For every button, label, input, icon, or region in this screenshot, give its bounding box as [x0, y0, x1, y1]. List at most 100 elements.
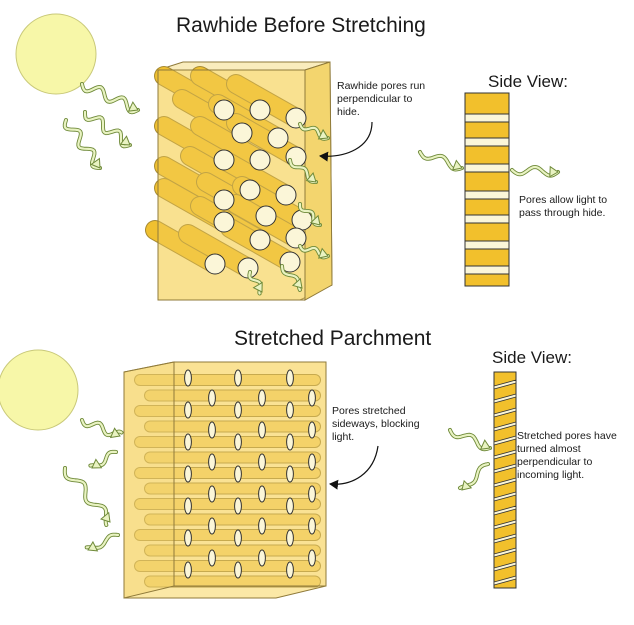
stretched-pore	[184, 529, 192, 547]
rawhide-block	[145, 61, 333, 301]
pore-opening	[204, 253, 226, 275]
bottom-pores-note: Pores stretched sideways, blocking light…	[332, 405, 420, 443]
top-pores-note: Rawhide pores run perpendicular to hide.	[337, 80, 426, 118]
pore-opening	[213, 211, 235, 233]
side-slanted-pore	[493, 477, 517, 488]
side-slanted-pore	[493, 379, 517, 390]
stretched-pore	[286, 401, 294, 419]
light-ray-head	[291, 277, 303, 289]
stretched-pore	[308, 517, 316, 535]
side-view-bar-bottom	[493, 371, 517, 589]
stretched-pore	[258, 421, 266, 439]
stretched-pore	[184, 369, 192, 387]
stretched-pore	[308, 389, 316, 407]
side-slanted-pore	[493, 505, 517, 516]
sun-icon-bottom	[0, 349, 79, 431]
light-ray-head	[109, 427, 121, 439]
pore-tube	[146, 221, 224, 273]
light-ray-head	[309, 214, 321, 226]
side-slanted-pore	[493, 533, 517, 544]
pore-opening	[249, 99, 271, 121]
light-ray	[88, 449, 118, 469]
side-slanted-pore	[493, 463, 517, 474]
sun-circle	[0, 349, 79, 431]
callout-arrow	[319, 121, 373, 162]
side-pore-channel	[464, 137, 510, 147]
stretched-pore	[286, 465, 294, 483]
stretched-pore	[308, 485, 316, 503]
light-ray-head	[100, 511, 111, 523]
bottom-title: Stretched Parchment	[234, 327, 432, 350]
light-ray	[84, 532, 120, 552]
sun-icon-top	[15, 13, 97, 95]
side-slanted-pore	[493, 519, 517, 530]
light-ray	[288, 158, 318, 184]
side-slanted-pore	[493, 435, 517, 446]
stretched-pore	[308, 453, 316, 471]
callout-arrows	[319, 121, 379, 490]
stretched-pore	[184, 401, 192, 419]
stretched-pore	[184, 561, 192, 579]
stretched-pore	[286, 529, 294, 547]
side-view-bar-top	[464, 92, 510, 287]
pore-opening	[285, 107, 307, 129]
light-ray	[298, 244, 330, 260]
light-ray-head	[90, 157, 101, 169]
top-side-view-title: Side View:	[488, 72, 569, 91]
light-rays	[62, 82, 560, 552]
side-slanted-pore	[493, 393, 517, 404]
stretched-pore	[234, 401, 242, 419]
light-ray	[280, 264, 303, 292]
side-slanted-pore	[493, 449, 517, 460]
light-ray-head	[479, 439, 491, 450]
stretched-pore	[184, 497, 192, 515]
light-ray-fill	[83, 110, 132, 148]
light-ray	[298, 202, 322, 227]
light-ray	[62, 466, 111, 527]
bottom-side-view-title: Side View:	[492, 348, 573, 367]
light-ray	[80, 82, 140, 115]
parchment-block	[123, 361, 327, 599]
stretched-pore	[258, 517, 266, 535]
side-pore-channel	[464, 214, 510, 224]
stretched-pore	[286, 369, 294, 387]
pore-opening	[231, 122, 253, 144]
light-ray-head	[549, 165, 559, 178]
stretched-pore	[208, 421, 216, 439]
pore-tube	[155, 117, 233, 169]
pore-tube	[191, 67, 269, 119]
light-ray-head	[461, 479, 473, 491]
light-ray	[298, 122, 330, 141]
stretched-pore	[308, 549, 316, 567]
light-ray	[62, 118, 102, 170]
parchment-front-face	[173, 361, 327, 587]
side-pore-channel	[464, 163, 510, 173]
pore-opening	[279, 251, 301, 273]
light-ray	[418, 150, 464, 172]
side-pore-channel	[464, 265, 510, 275]
stretched-pore	[184, 433, 192, 451]
side-slanted-pore	[493, 575, 517, 586]
stretched-pore	[208, 453, 216, 471]
stretched-pore	[184, 465, 192, 483]
pore-opening	[213, 99, 235, 121]
stretched-pore	[234, 561, 242, 579]
pore-tube	[179, 225, 257, 277]
light-ray-head	[305, 172, 317, 183]
stretched-pore	[208, 517, 216, 535]
stretched-pore	[308, 421, 316, 439]
side-slanted-pore	[493, 421, 517, 432]
side-pore-channel	[464, 113, 510, 123]
stretched-pore	[258, 389, 266, 407]
callout-arrow	[329, 445, 379, 490]
light-ray	[247, 270, 263, 296]
light-ray-head	[317, 128, 329, 140]
pore-opening	[275, 184, 297, 206]
stretched-pore	[258, 453, 266, 471]
stretched-pore	[234, 497, 242, 515]
stretched-pore	[208, 549, 216, 567]
light-ray-fill	[63, 466, 108, 527]
hide-top-face	[157, 61, 331, 71]
